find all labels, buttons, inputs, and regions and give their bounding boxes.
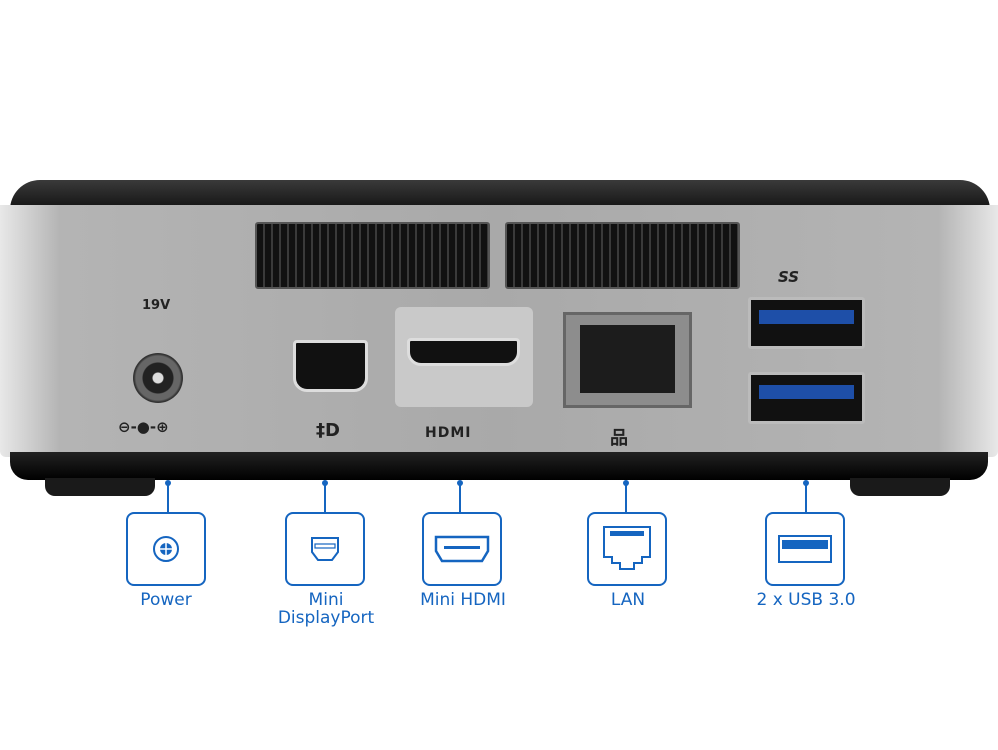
power-callout-box [126, 512, 206, 586]
device-foot [45, 478, 155, 496]
callout-line [625, 482, 627, 512]
callout-line [324, 482, 326, 512]
network-logo-icon: 品 [610, 428, 628, 449]
usb-port [748, 297, 865, 349]
ethernet-icon [603, 526, 651, 570]
power-jack-icon [153, 536, 179, 562]
usb-callout-box [765, 512, 845, 586]
voltage-label: 19V [142, 298, 171, 313]
usb-label: 2 x USB 3.0 [756, 590, 856, 610]
callout-line [459, 482, 461, 512]
hdmi-icon [434, 535, 490, 563]
lan-label: LAN [610, 590, 646, 610]
label-line: DisplayPort [277, 608, 375, 628]
mini-displayport-icon [311, 537, 339, 561]
mini-hdmi-callout-box [422, 512, 502, 586]
lan-callout-box [587, 512, 667, 586]
usb-port [748, 372, 865, 424]
power-label: Power [140, 590, 192, 610]
hdmi-logo: HDMI [425, 425, 472, 441]
vent-right [505, 222, 740, 289]
mini-hdmi-port [407, 338, 520, 366]
callout-line [805, 482, 807, 512]
device-foot [850, 478, 950, 496]
callout-line [167, 482, 169, 512]
mini-displayport-callout-box [285, 512, 365, 586]
mini-displayport-port [293, 340, 368, 392]
mini-hdmi-label: Mini HDMI [420, 590, 506, 610]
displayport-logo-icon: ‡D [316, 420, 340, 441]
usb-icon [778, 535, 832, 563]
lan-port [563, 312, 692, 408]
usb-ss-logo: SS [778, 268, 800, 286]
vent-left [255, 222, 490, 289]
power-jack [133, 353, 183, 403]
power-polarity-icon: ⊖-●-⊕ [118, 418, 169, 436]
label-line: Mini [308, 590, 344, 610]
device-bottom [10, 452, 988, 480]
